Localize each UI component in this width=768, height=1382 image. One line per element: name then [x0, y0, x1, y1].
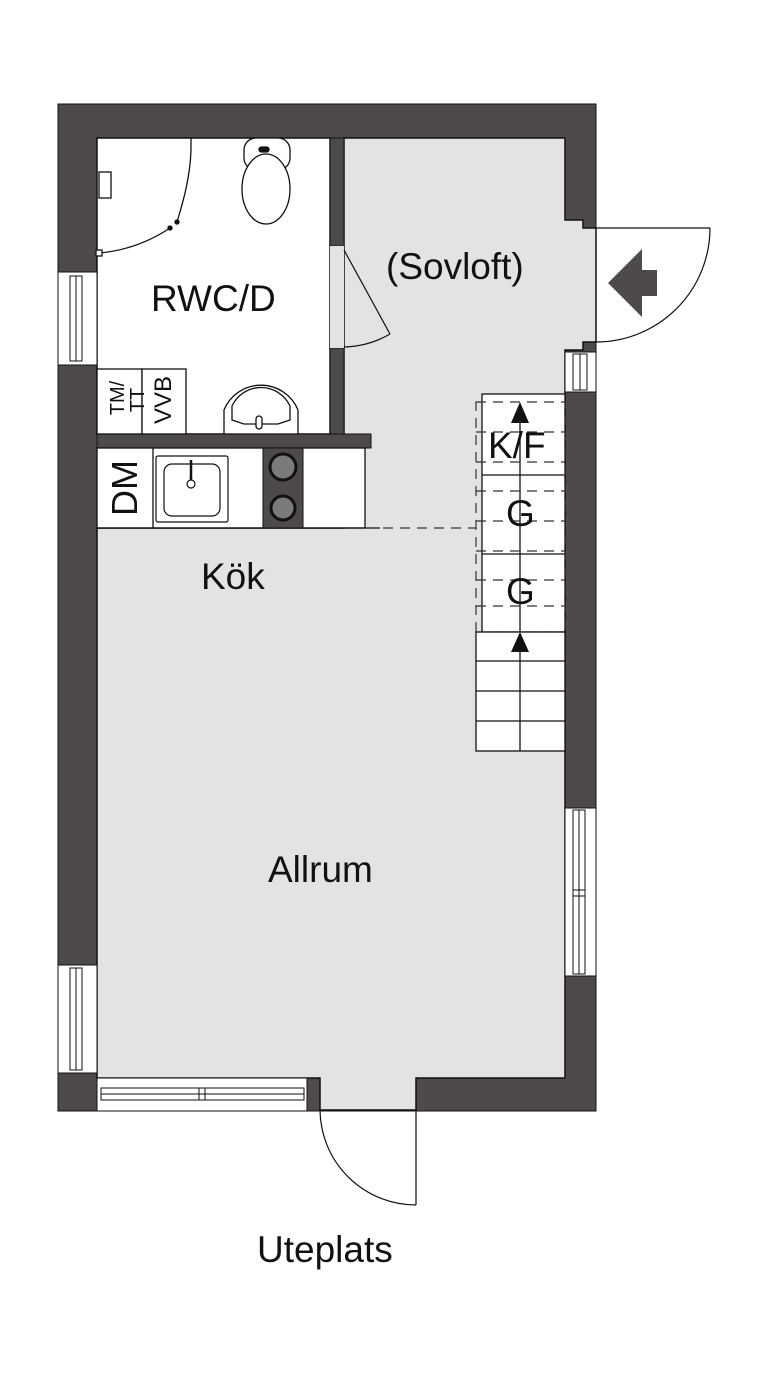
- stair-step-g2: G: [506, 571, 535, 612]
- toilet-icon: [241, 137, 291, 225]
- sink-icon: [155, 455, 229, 523]
- room-label-living: Allrum: [268, 849, 373, 890]
- label-vvb: VVB: [150, 375, 177, 425]
- label-tm: TM/: [107, 380, 129, 416]
- room-label-bathroom: RWC/D: [151, 278, 276, 319]
- stair-arrow-icon: [511, 632, 529, 652]
- window-right-loft: [564, 351, 597, 393]
- patio-door[interactable]: [319, 1109, 417, 1206]
- entrance-door[interactable]: [595, 227, 711, 343]
- bathroom: [96, 137, 391, 449]
- window-left-living: [57, 964, 98, 1074]
- label-tt: TT: [127, 387, 149, 413]
- room-label-kitchen: Kök: [201, 556, 265, 597]
- bathroom-door[interactable]: [343, 249, 391, 348]
- stove-icon: [262, 447, 304, 529]
- washbasin-icon: [223, 384, 299, 435]
- window-right-living: [564, 807, 597, 977]
- kitchen-counter: [96, 447, 380, 529]
- room-label-patio: Uteplats: [257, 1229, 393, 1270]
- window-left-bath: [57, 271, 98, 366]
- stair-step-kf: K/F: [488, 425, 546, 466]
- room-label-loft: (Sovloft): [386, 246, 524, 287]
- shower-icon: [95, 138, 192, 257]
- entrance-arrow-icon: [608, 249, 657, 317]
- stair-step-g1: G: [506, 493, 535, 534]
- utility-cabinets: [96, 368, 187, 435]
- staircase: [475, 393, 566, 752]
- label-dm: DM: [104, 460, 145, 516]
- window-bottom-living: [96, 1077, 308, 1112]
- stair-arrow-icon: [511, 402, 529, 423]
